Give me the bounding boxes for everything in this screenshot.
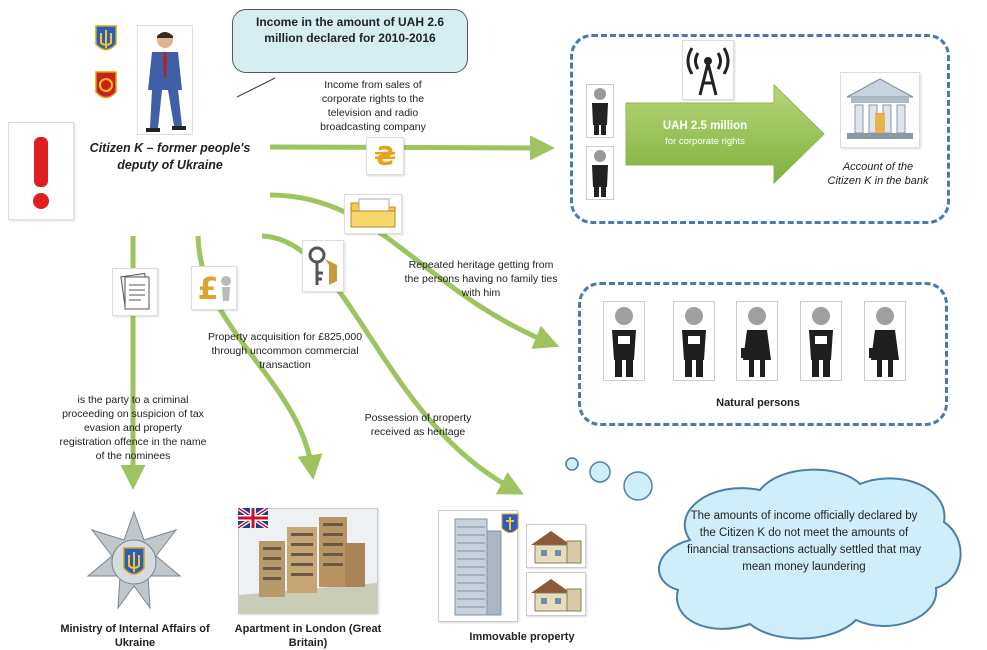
transfer-purpose: for corporate rights — [665, 136, 745, 147]
keys-icon — [302, 240, 344, 292]
corporate-income-label: Income from sales of corporate rights to… — [320, 79, 426, 133]
documents-icon — [112, 268, 158, 316]
bank-account-label: Account of the Citizen K in the bank — [827, 161, 929, 187]
tower-building-image — [438, 510, 518, 622]
arrow-to-bank — [269, 135, 555, 161]
criminal-proceeding-label: is the party to a criminal proceeding on… — [59, 394, 207, 462]
conclusion-text: The amounts of income officially declare… — [687, 510, 921, 573]
warning-exclamation-icon — [8, 122, 74, 220]
speech-bubble-text: Income in the amount of UAH 2.6 million … — [255, 15, 444, 45]
bank-building-icon — [840, 72, 920, 148]
house-image — [526, 572, 586, 616]
natural-persons-label: Natural persons — [716, 397, 800, 409]
svg-text:£: £ — [198, 272, 219, 307]
person-icon — [800, 301, 842, 381]
immovable-property-label: Immovable property — [469, 631, 575, 643]
pound-sign-icon: £ — [191, 266, 237, 310]
conclusion-cloud — [565, 457, 962, 640]
citizen-k-label: Citizen K – former people's deputy of Uk… — [89, 141, 251, 172]
house-image — [526, 524, 586, 568]
trident-emblem-icon — [93, 24, 119, 56]
natural-persons-box — [578, 282, 948, 426]
speech-pointer — [236, 77, 276, 98]
person-icon — [736, 301, 778, 381]
folder-documents-icon — [344, 194, 402, 234]
arrow-to-natural-persons — [269, 192, 560, 349]
transfer-arrow — [625, 83, 825, 185]
apartment-building-image — [238, 508, 378, 614]
svg-text:₴: ₴ — [374, 142, 396, 172]
person-icon — [586, 146, 614, 200]
odesa-emblem-icon — [93, 70, 119, 104]
kyiv-emblem-icon — [500, 512, 520, 538]
broadcast-antenna-icon — [682, 40, 734, 100]
possession-heritage-label: Possession of property received as herit… — [364, 412, 472, 438]
heritage-label: Repeated heritage getting from the perso… — [404, 259, 558, 299]
bank-flow-box — [570, 34, 950, 224]
transfer-amount: UAH 2.5 million — [662, 120, 748, 132]
uk-flag-icon — [236, 506, 270, 530]
ministry-star-emblem-icon — [84, 510, 184, 614]
person-icon — [603, 301, 645, 381]
person-icon — [586, 84, 614, 138]
income-speech-bubble: Income in the amount of UAH 2.6 million … — [232, 9, 468, 73]
person-icon — [673, 301, 715, 381]
property-acquisition-label: Property acquisition for £825,000 throug… — [207, 331, 363, 371]
person-icon — [864, 301, 906, 381]
arrow-to-immovable — [261, 233, 524, 495]
hryvnia-sign-icon: ₴ — [366, 137, 404, 175]
businessman-figure — [137, 25, 193, 135]
